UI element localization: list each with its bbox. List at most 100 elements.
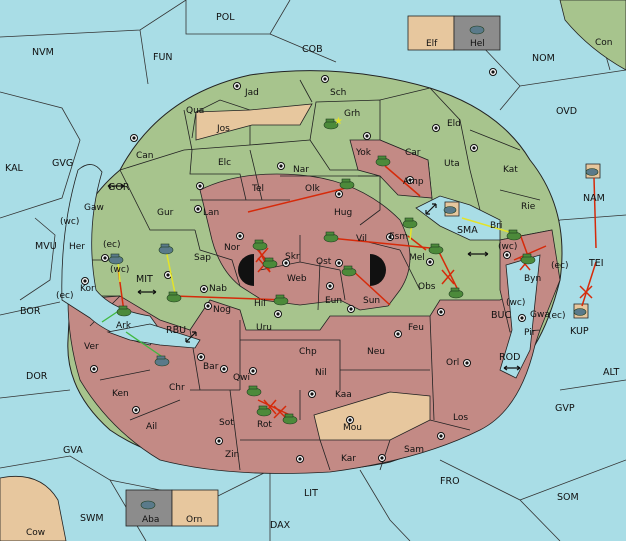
left-half-marker bbox=[238, 254, 254, 286]
coast-label: (wc) bbox=[60, 217, 79, 227]
label-bri: Bri bbox=[490, 221, 502, 231]
box-label-orn: Orn bbox=[186, 515, 202, 525]
label-grh: Grh bbox=[344, 109, 360, 119]
label-nvm: NVM bbox=[32, 47, 54, 58]
label-gvg: GVG bbox=[52, 158, 73, 169]
support-line bbox=[461, 217, 517, 235]
label-ark: Ark bbox=[116, 321, 132, 331]
label-los: Los bbox=[453, 413, 468, 423]
coast-label: (wc) bbox=[498, 242, 517, 252]
label-jad: Jad bbox=[244, 88, 259, 98]
label-obs: Obs bbox=[418, 282, 436, 292]
label-gur: Gur bbox=[157, 208, 174, 218]
label-vil: Vil bbox=[356, 234, 367, 244]
label-uru: Uru bbox=[256, 323, 272, 333]
label-sap: Sap bbox=[194, 253, 211, 263]
label-chp: Chp bbox=[299, 347, 317, 357]
label-sch: Sch bbox=[330, 88, 346, 98]
label-zin: Zin bbox=[225, 450, 239, 460]
label-chr: Chr bbox=[169, 383, 185, 393]
label-con: Con bbox=[595, 38, 613, 48]
label-rod: ROD bbox=[499, 352, 520, 363]
label-yok: Yok bbox=[355, 148, 372, 158]
label-gvp: GVP bbox=[555, 403, 575, 414]
label-nog: Nog bbox=[213, 305, 231, 315]
move-arrow bbox=[437, 249, 459, 291]
label-bor: BOR bbox=[20, 306, 41, 317]
label-dor: DOR bbox=[26, 371, 48, 382]
support-line bbox=[125, 331, 165, 359]
coast-label: (ec) bbox=[103, 240, 121, 250]
label-amp: Amp bbox=[403, 177, 424, 187]
label-swm: SWM bbox=[80, 513, 104, 524]
label-gaw: Gaw bbox=[84, 203, 104, 213]
coast-label: (wc) bbox=[506, 298, 525, 308]
label-lan: Lan bbox=[203, 208, 219, 218]
label-pir: Pir bbox=[524, 328, 536, 338]
label-neu: Neu bbox=[367, 347, 385, 357]
support-line bbox=[117, 261, 121, 283]
label-uta: Uta bbox=[444, 159, 460, 169]
label-qwi: Qwi bbox=[233, 373, 250, 383]
province-cow[interactable] bbox=[0, 475, 67, 541]
label-nil: Nil bbox=[315, 368, 327, 378]
label-ovd: OVD bbox=[556, 106, 577, 117]
label-gva: GVA bbox=[63, 445, 83, 456]
label-nab: Nab bbox=[209, 284, 227, 294]
label-mvu: MVU bbox=[35, 241, 57, 252]
label-skr: Skr bbox=[285, 252, 300, 262]
order-arrows bbox=[101, 165, 597, 419]
label-kar: Kar bbox=[341, 454, 356, 464]
star-icon: ★ bbox=[334, 116, 343, 127]
move-arrow bbox=[173, 295, 287, 301]
label-lit: LIT bbox=[304, 488, 318, 499]
label-kal: KAL bbox=[5, 163, 24, 174]
label-fun: FUN bbox=[153, 52, 173, 63]
label-hug: Hug bbox=[334, 208, 352, 218]
label-tel: Tel bbox=[251, 184, 264, 194]
label-kup: KUP bbox=[570, 326, 589, 337]
label-tei: TEI bbox=[588, 258, 604, 269]
label-sam: Sam bbox=[404, 445, 424, 455]
label-olk: Olk bbox=[305, 184, 321, 194]
label-ost: Ost bbox=[316, 257, 332, 267]
label-nar: Nar bbox=[293, 165, 309, 175]
units bbox=[108, 25, 599, 510]
label-sun: Sun bbox=[363, 296, 380, 306]
move-arrow bbox=[513, 245, 547, 261]
inner-lake-rbu bbox=[106, 323, 201, 349]
label-som: SOM bbox=[557, 492, 579, 503]
label-esm: Esm bbox=[389, 232, 408, 242]
label-mou: Mou bbox=[343, 423, 362, 433]
box-label-aba: Aba bbox=[142, 515, 159, 525]
province-jos[interactable] bbox=[195, 103, 313, 141]
supply-centers bbox=[81, 68, 526, 463]
label-buc: BUC bbox=[491, 310, 511, 321]
label-can: Can bbox=[136, 151, 154, 161]
move-arrow bbox=[384, 165, 421, 197]
box-label-elf: Elf bbox=[426, 39, 438, 49]
move-arrow bbox=[519, 233, 529, 257]
move-arrow bbox=[581, 261, 597, 307]
province-mou[interactable] bbox=[313, 391, 431, 441]
box-label-hel: Hel bbox=[470, 39, 485, 49]
label-feu: Feu bbox=[408, 323, 424, 333]
label-eun: Eun bbox=[325, 296, 342, 306]
label-mel: Mel bbox=[409, 253, 425, 263]
label-hil: Hil bbox=[254, 299, 266, 309]
passage-arrows bbox=[107, 183, 521, 371]
move-arrow bbox=[247, 185, 355, 213]
coast-label: (wc) bbox=[110, 265, 129, 275]
label-sot: Sot bbox=[219, 418, 234, 428]
box-elf[interactable] bbox=[407, 15, 455, 51]
label-gwa: Gwa bbox=[530, 310, 550, 320]
label-kaa: Kaa bbox=[335, 390, 352, 400]
label-ken: Ken bbox=[112, 389, 129, 399]
label-ver: Ver bbox=[84, 342, 99, 352]
coast-label: (ec) bbox=[56, 291, 74, 301]
box-orn[interactable] bbox=[171, 489, 219, 527]
coast-label: (ec) bbox=[551, 261, 569, 271]
label-cow: Cow bbox=[26, 528, 45, 538]
label-her: Her bbox=[69, 242, 85, 252]
